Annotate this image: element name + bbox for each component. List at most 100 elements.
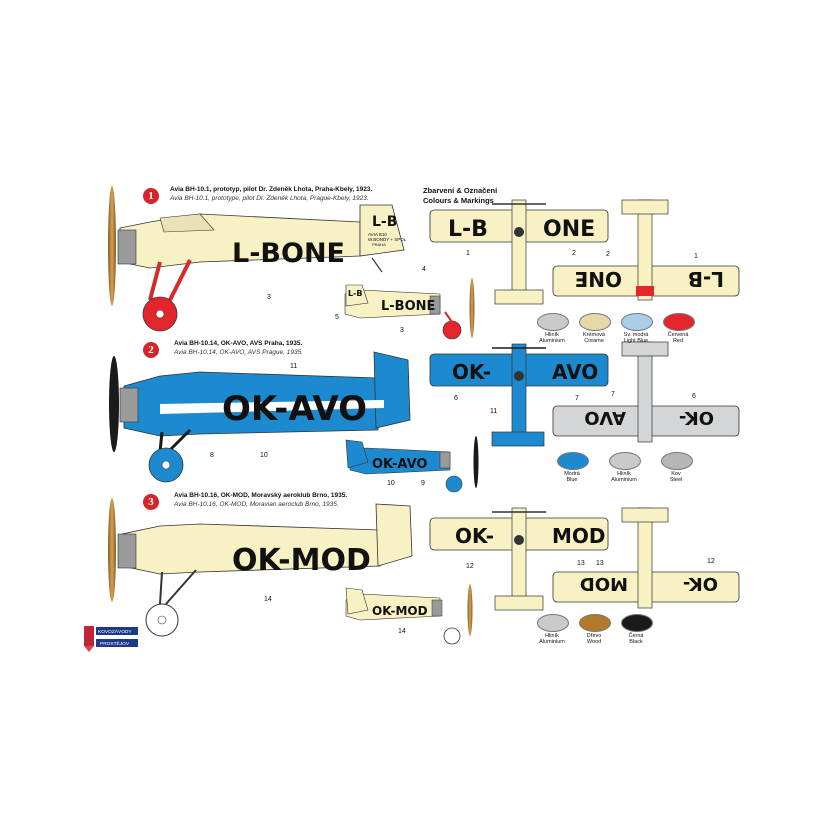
callout: 14 — [398, 628, 406, 635]
swatch-label-en: Creame — [584, 338, 604, 344]
swatch-label-cz: Dřevo — [586, 633, 602, 639]
scheme-2-bottom-view: AVO OK- — [552, 341, 740, 443]
registration-side-small: OK-MOD — [372, 604, 428, 618]
manufacturer-logo: KOVOZÁVODY PROSTĚJOV — [84, 626, 138, 652]
scheme-1-bottom-view: ONE L-B — [552, 199, 740, 301]
swatch-label-cz: Hliník — [617, 471, 631, 477]
swatch-label-en: Blue — [566, 477, 578, 483]
scheme-2-caption-en: Avia BH-10.14, OK-AVO, AVS Prague, 1935. — [174, 349, 303, 356]
scheme-3-bottom-view: MOD OK- — [552, 507, 740, 609]
callout: 1 — [466, 250, 470, 257]
swatch-label-cz: Hliník — [545, 633, 559, 639]
registration-bottom-left: OK- — [679, 407, 714, 428]
sheet-title-en: Colours & Markings — [423, 196, 494, 205]
colour-swatch — [579, 313, 611, 331]
swatch-label-cz: Červená — [667, 332, 689, 338]
swatch-label-cz: Hliník — [545, 332, 559, 338]
registration-top-left: OK- — [455, 524, 494, 548]
scheme-1-badge: 1 — [143, 188, 159, 204]
swatch-label-en: Wood — [586, 639, 602, 645]
fin-small-1: AVIA B10 — [368, 232, 387, 237]
registration-bottom-right: ONE — [575, 267, 622, 291]
swatch-label-en: Aluminium — [611, 477, 637, 483]
callout: 6 — [454, 395, 458, 402]
callout: 13 — [577, 560, 585, 567]
callout: 11 — [490, 408, 498, 415]
scheme-1-caption-en: Avia BH-10.1, prototype, pilot Dr. Zdeně… — [170, 195, 369, 202]
scheme-2-top-view: OK- AVO — [429, 343, 609, 447]
tail-fin — [375, 503, 413, 567]
colour-swatch — [609, 452, 641, 470]
callout: 8 — [210, 452, 214, 459]
registration-top-right: ONE — [543, 217, 595, 242]
swatch-label-en: Aluminium — [539, 639, 565, 645]
logo-line1: KOVOZÁVODY — [98, 628, 132, 635]
logo-line2: PROSTĚJOV — [100, 639, 130, 647]
registration-top-right: AVO — [552, 360, 598, 384]
propeller — [108, 498, 116, 602]
callout: 2 — [572, 250, 576, 257]
registration-top-left: OK- — [452, 360, 491, 384]
callout: 2 — [606, 251, 610, 258]
swatch-label-cz: Kov — [671, 471, 681, 477]
callout: 7 — [575, 395, 579, 402]
swatch-label-en: Black — [629, 639, 643, 645]
engine — [117, 229, 137, 265]
registration-top-right: MOD — [552, 524, 606, 548]
scheme-1-caption-cz: Avia BH-10.1, prototyp, pilot Dr. Zdeněk… — [170, 186, 373, 193]
callout: 3 — [267, 294, 271, 301]
registration-bottom-left: L-B — [688, 267, 724, 291]
sheet-title-cz: Zbarvení & Označení — [423, 186, 498, 195]
callout: 11 — [290, 363, 298, 370]
callout: 9 — [421, 480, 425, 487]
callout: 12 — [707, 558, 715, 565]
colour-swatch — [557, 452, 589, 470]
propeller — [109, 356, 119, 452]
colour-swatch — [537, 313, 569, 331]
colour-swatch — [621, 614, 653, 632]
colour-swatch — [661, 452, 693, 470]
scheme-2-caption-cz: Avia BH-10.14, OK-AVO, AVS Praha, 1935. — [174, 340, 303, 347]
swatch-label-en: Light Blue — [623, 338, 649, 344]
fin-marking: L-B — [372, 214, 397, 230]
scheme-3-badge: 3 — [143, 494, 159, 510]
swatch-label-en: Steel — [669, 477, 683, 483]
registration-bottom-right: MOD — [580, 573, 628, 594]
swatch-label-cz: Sv. modrá — [623, 332, 649, 338]
scheme-1-side-view-small: L-BONE L-B — [344, 278, 475, 340]
registration-side: OK-MOD — [232, 543, 371, 578]
scheme-2-side-view-small: OK-AVO — [345, 436, 479, 493]
fin-small-2: W.BONDY + SPOL — [368, 237, 407, 242]
callout: 1 — [694, 253, 698, 260]
callout: 13 — [596, 560, 604, 567]
registration-side-small: OK-AVO — [372, 457, 427, 472]
tail-fin — [373, 351, 411, 429]
scheme-2-side-view: OK-AVO — [109, 351, 411, 483]
scheme-3-side-view-small: OK-MOD — [345, 584, 473, 645]
fin-small-3: PRAHA — [372, 242, 386, 247]
registration-bottom-left: OK- — [683, 573, 718, 594]
scheme-3-caption-en: Avia BH-10.16, OK-MOD, Moravian aeroclub… — [174, 501, 339, 508]
scheme-1-top-view: L-B ONE — [429, 199, 609, 305]
callout: 10 — [387, 480, 395, 487]
callout: 6 — [692, 393, 696, 400]
registration-side: OK-AVO — [222, 389, 367, 429]
scheme-3-side-view: OK-MOD — [108, 498, 413, 637]
callout: 3 — [400, 327, 404, 334]
swatch-label-en: Red — [672, 338, 684, 344]
colour-swatch — [579, 614, 611, 632]
callout: 7 — [611, 391, 615, 398]
scheme-3-caption-cz: Avia BH-10.16, OK-MOD, Moravský aeroklub… — [174, 492, 348, 499]
registration-side: L-BONE — [232, 238, 345, 269]
swatch-label-en: Aluminium — [539, 338, 565, 344]
propeller — [108, 186, 116, 306]
callout: 12 — [466, 563, 474, 570]
colour-swatch — [621, 313, 653, 331]
callout: 14 — [264, 596, 272, 603]
registration-top-left: L-B — [448, 217, 488, 242]
registration-side-small: L-BONE — [381, 299, 435, 314]
swatch-label-cz: Černá — [628, 633, 644, 639]
scheme-2-badge: 2 — [143, 342, 159, 358]
registration-bottom-right: AVO — [584, 407, 626, 428]
